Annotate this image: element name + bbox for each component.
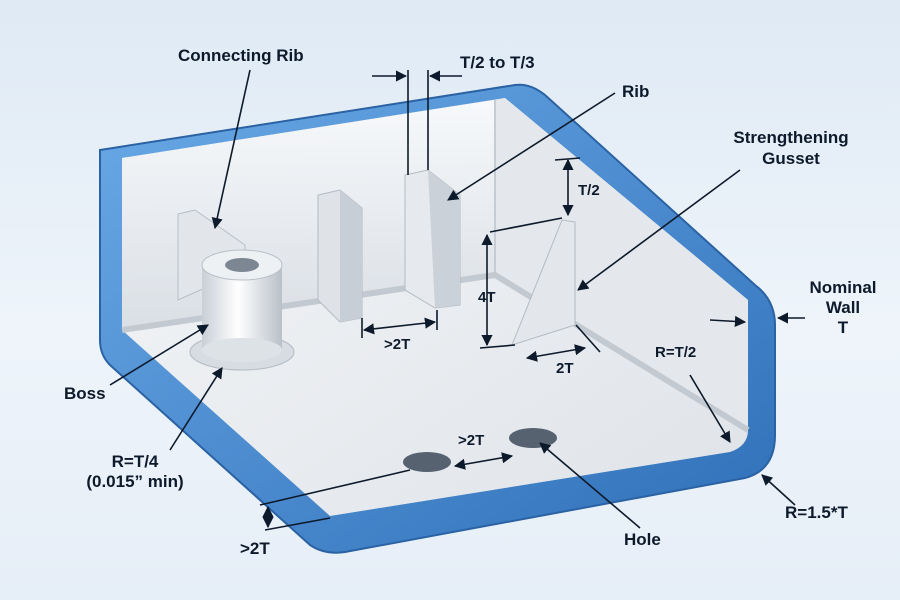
rib-spacing-label: >2T [384,336,411,353]
edge-distance-label: >2T [240,539,270,558]
gusset-base-label: 2T [556,360,574,377]
boss-hole [225,258,259,272]
gusset-t2-ext-top [554,157,581,161]
hole-spacing-label: >2T [458,432,485,449]
gusset-part [511,219,576,346]
gusset-t2-ext [489,217,563,233]
hole-right [509,428,557,448]
rib-spacing-dim [362,317,437,335]
hole-left [403,452,451,472]
gusset-4t-ext [479,344,516,349]
back-wall-right [495,98,748,430]
leader-connecting-rib [211,69,251,230]
leader-boss-radius [169,367,223,451]
rib-label: Rib [622,82,650,101]
gusset-label-line1: Strengthening [733,128,849,147]
inner-radius-label: R=T/2 [655,344,697,361]
leader-rib [447,92,616,201]
hole-spacing-dim [453,452,514,470]
rib-thickness-label: T/2 to T/3 [460,53,535,72]
boss-label: Boss [64,384,106,403]
leader-gusset [577,169,741,291]
leader-inner-radius [689,374,731,443]
gusset-2t-ext [575,324,601,353]
rib-left-face [340,190,362,322]
hole-label: Hole [624,530,661,549]
outer-radius-label: R=1.5*T [785,503,848,522]
nominal-wall-label-line2: Wall [825,298,861,317]
gusset-2t-dim [525,344,587,362]
leader-boss [109,324,209,386]
wall-arrow-in [709,315,747,328]
nominal-wall-label-line3: T [837,318,849,337]
leader-outer-radius [761,474,796,506]
boss-radius-label-line1: R=T/4 [111,452,159,471]
gusset-offset-label: T/2 [578,182,600,199]
edge-ext-2 [264,517,331,531]
edge-ext-1 [259,469,411,506]
rib-tall-face [428,170,460,308]
boss-bottom [202,338,282,362]
leader-hole [539,442,641,529]
boss-radius-label-line2: (0.015” min) [86,472,184,491]
gusset-height-label: 4T [478,289,496,306]
gusset-label-line2: Gusset [762,149,820,168]
connecting-rib-label: Connecting Rib [178,46,304,65]
nominal-wall-label-line1: Nominal [809,278,877,297]
